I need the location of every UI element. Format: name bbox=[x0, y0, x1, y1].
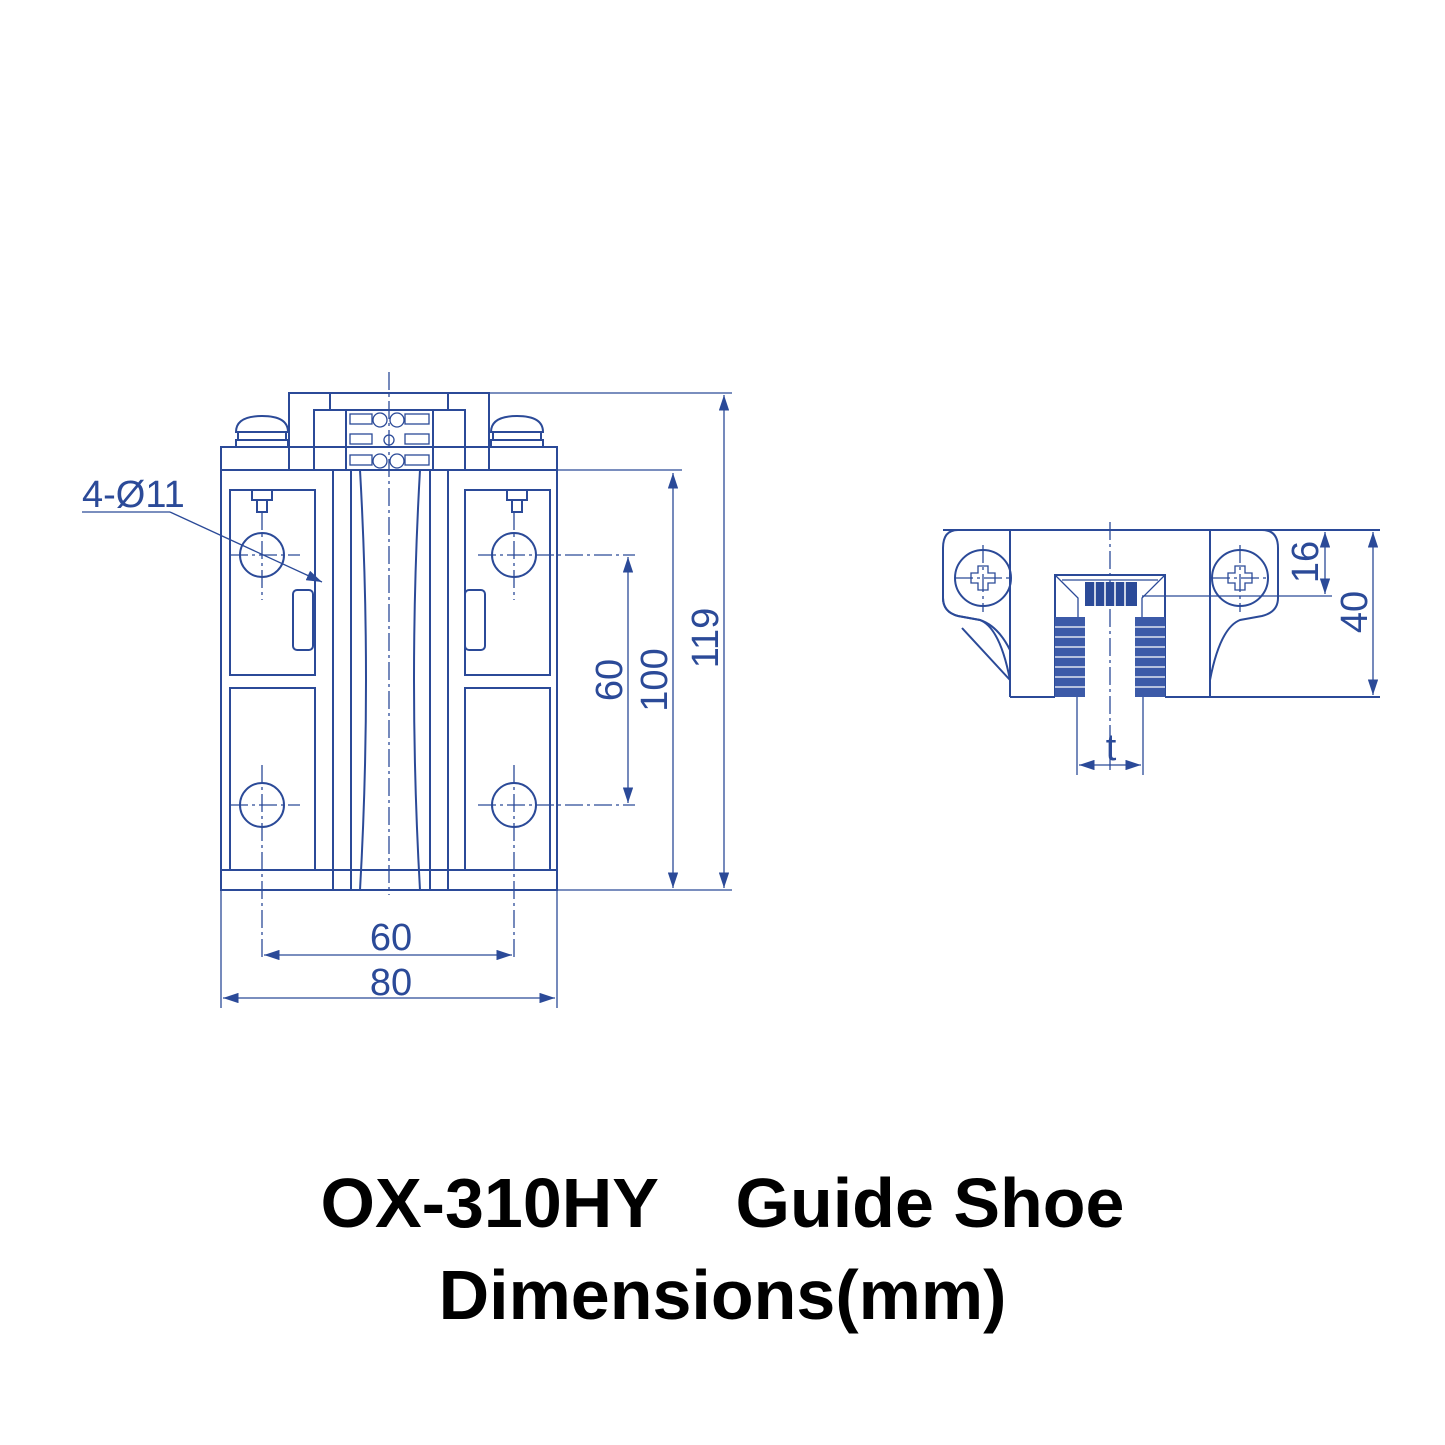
guide-insert bbox=[1085, 582, 1137, 606]
screw-icon bbox=[234, 414, 290, 448]
dim-slot: t bbox=[1106, 727, 1117, 769]
title-line-2: Dimensions(mm) bbox=[438, 1256, 1007, 1334]
dim-depth-total: 40 bbox=[1334, 591, 1376, 633]
dim-width-total: 80 bbox=[370, 962, 412, 1004]
dim-height-body: 100 bbox=[634, 648, 676, 711]
front-view: 4-Ø11 60 80 60 100 119 bbox=[82, 372, 732, 1008]
dim-width-holes: 60 bbox=[370, 917, 412, 959]
dim-depth-small: 16 bbox=[1285, 541, 1327, 583]
title-line-1: OX-310HY Guide Shoe bbox=[320, 1164, 1125, 1242]
dim-height-total: 119 bbox=[685, 608, 727, 669]
hole-callout: 4-Ø11 bbox=[82, 474, 185, 516]
dim-height-holes: 60 bbox=[589, 659, 631, 701]
screw-icon bbox=[489, 414, 545, 448]
side-view: 16 40 t bbox=[942, 522, 1380, 775]
